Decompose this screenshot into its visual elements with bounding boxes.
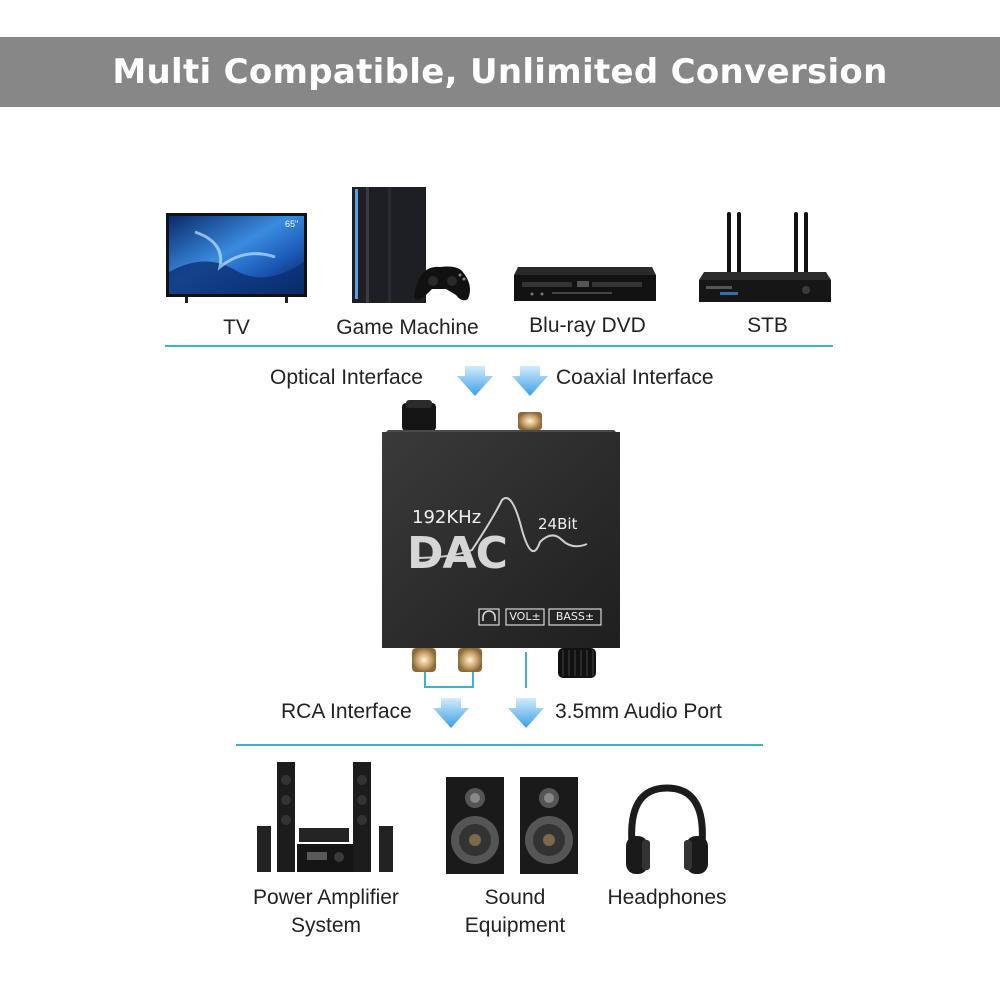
tv-icon: 65" xyxy=(165,212,308,304)
optical-arrow-icon xyxy=(455,366,495,398)
top-divider xyxy=(165,345,833,347)
coaxial-arrow-icon xyxy=(510,366,550,398)
speaker-system-icon xyxy=(255,760,397,875)
destination-label-line1: Power Amplifier xyxy=(253,886,399,909)
source-label-stb: STB xyxy=(747,314,788,337)
source-label-game-machine: Game Machine xyxy=(336,316,479,339)
aux-connector-line xyxy=(525,652,527,688)
destination-label-line1: Headphones xyxy=(607,886,727,909)
vol-button[interactable]: VOL± xyxy=(509,610,541,623)
rca-connector-line xyxy=(424,672,474,688)
bluray-player-icon xyxy=(512,265,658,305)
source-label-bluray: Blu-ray DVD xyxy=(529,314,646,337)
dac-bit-depth: 24Bit xyxy=(538,515,578,533)
destination-sound-equipment: Sound Equipment xyxy=(440,884,590,940)
destination-label-line2: System xyxy=(290,914,361,937)
destination-label-line2: Equipment xyxy=(464,914,566,937)
dac-sample-rate: 192KHz xyxy=(412,507,482,528)
rca-interface-label: RCA Interface xyxy=(281,700,412,723)
coaxial-interface-label: Coaxial Interface xyxy=(556,366,714,389)
aux-arrow-icon xyxy=(506,698,546,730)
page-title: Multi Compatible, Unlimited Conversion xyxy=(112,52,888,92)
source-label-tv: TV xyxy=(223,316,250,339)
dac-name: DAC xyxy=(407,528,508,579)
destination-power-amplifier: Power Amplifier System xyxy=(236,884,416,940)
dac-device: 192KHz DAC 24Bit VOL± BASS± xyxy=(382,400,622,690)
headphones-icon xyxy=(624,782,710,876)
destination-headphones: Headphones xyxy=(592,884,742,912)
destination-label-line1: Sound xyxy=(484,886,546,909)
rca-arrow-icon xyxy=(431,698,471,730)
set-top-box-icon xyxy=(698,210,833,306)
game-console-icon xyxy=(348,185,476,305)
optical-interface-label: Optical Interface xyxy=(270,366,423,389)
bookshelf-speakers-icon xyxy=(445,776,580,875)
title-banner: Multi Compatible, Unlimited Conversion xyxy=(0,37,1000,107)
bottom-divider xyxy=(236,744,763,746)
bass-button[interactable]: BASS± xyxy=(555,610,595,623)
aux-port-label: 3.5mm Audio Port xyxy=(555,700,722,723)
tv-size-badge: 65" xyxy=(285,219,298,229)
